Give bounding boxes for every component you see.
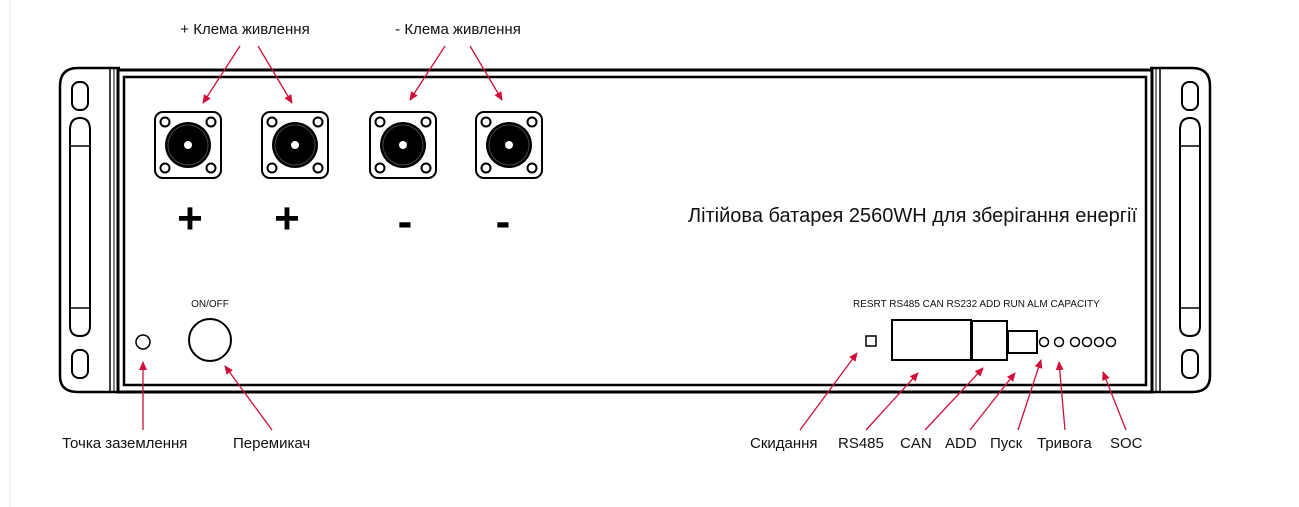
switch-label: Перемикач (233, 435, 310, 452)
soc-led (1081, 336, 1093, 348)
power-switch (188, 318, 232, 362)
can-port (971, 320, 1008, 361)
negative-terminal-1 (369, 111, 437, 179)
run-label: Пуск (990, 435, 1023, 452)
right-rack-handle (1150, 66, 1212, 394)
soc-led (1069, 336, 1081, 348)
ports-label: RESRT RS485 CAN RS232 ADD RUN ALM CAPACI… (853, 299, 1100, 310)
rs485-port (891, 319, 972, 361)
add-label: ADD (945, 435, 977, 452)
alarm-led (1053, 336, 1065, 348)
soc-label: SOC (1110, 435, 1143, 452)
soc-led (1093, 336, 1105, 348)
reset-label: Скидання (750, 435, 818, 452)
minus-sign: - (398, 197, 413, 246)
rs485-label: RS485 (838, 435, 884, 452)
ground-point (135, 334, 151, 350)
minus-sign: - (496, 197, 511, 246)
run-led (1038, 336, 1050, 348)
can-label: CAN (900, 435, 932, 452)
left-rack-handle (58, 66, 120, 394)
plus-sign: + (177, 194, 203, 243)
annotation-arrows (139, 45, 1127, 431)
on-off-label: ON/OFF (191, 299, 229, 310)
reset-button (865, 335, 877, 347)
panel-title: Літійова батарея 2560WH для зберігання е… (688, 205, 1137, 227)
ground-label: Точка заземлення (62, 435, 187, 452)
positive-terminal-label: + Клема живлення (180, 21, 309, 38)
plus-sign: + (274, 194, 300, 243)
negative-terminal-2 (475, 111, 543, 179)
positive-terminal-1 (154, 111, 222, 179)
negative-terminal-label: - Клема живлення (395, 21, 521, 38)
front-panel (116, 68, 1154, 394)
soc-led (1105, 336, 1117, 348)
alarm-label: Тривога (1037, 435, 1092, 452)
add-port (1007, 330, 1038, 354)
positive-terminal-2 (261, 111, 329, 179)
